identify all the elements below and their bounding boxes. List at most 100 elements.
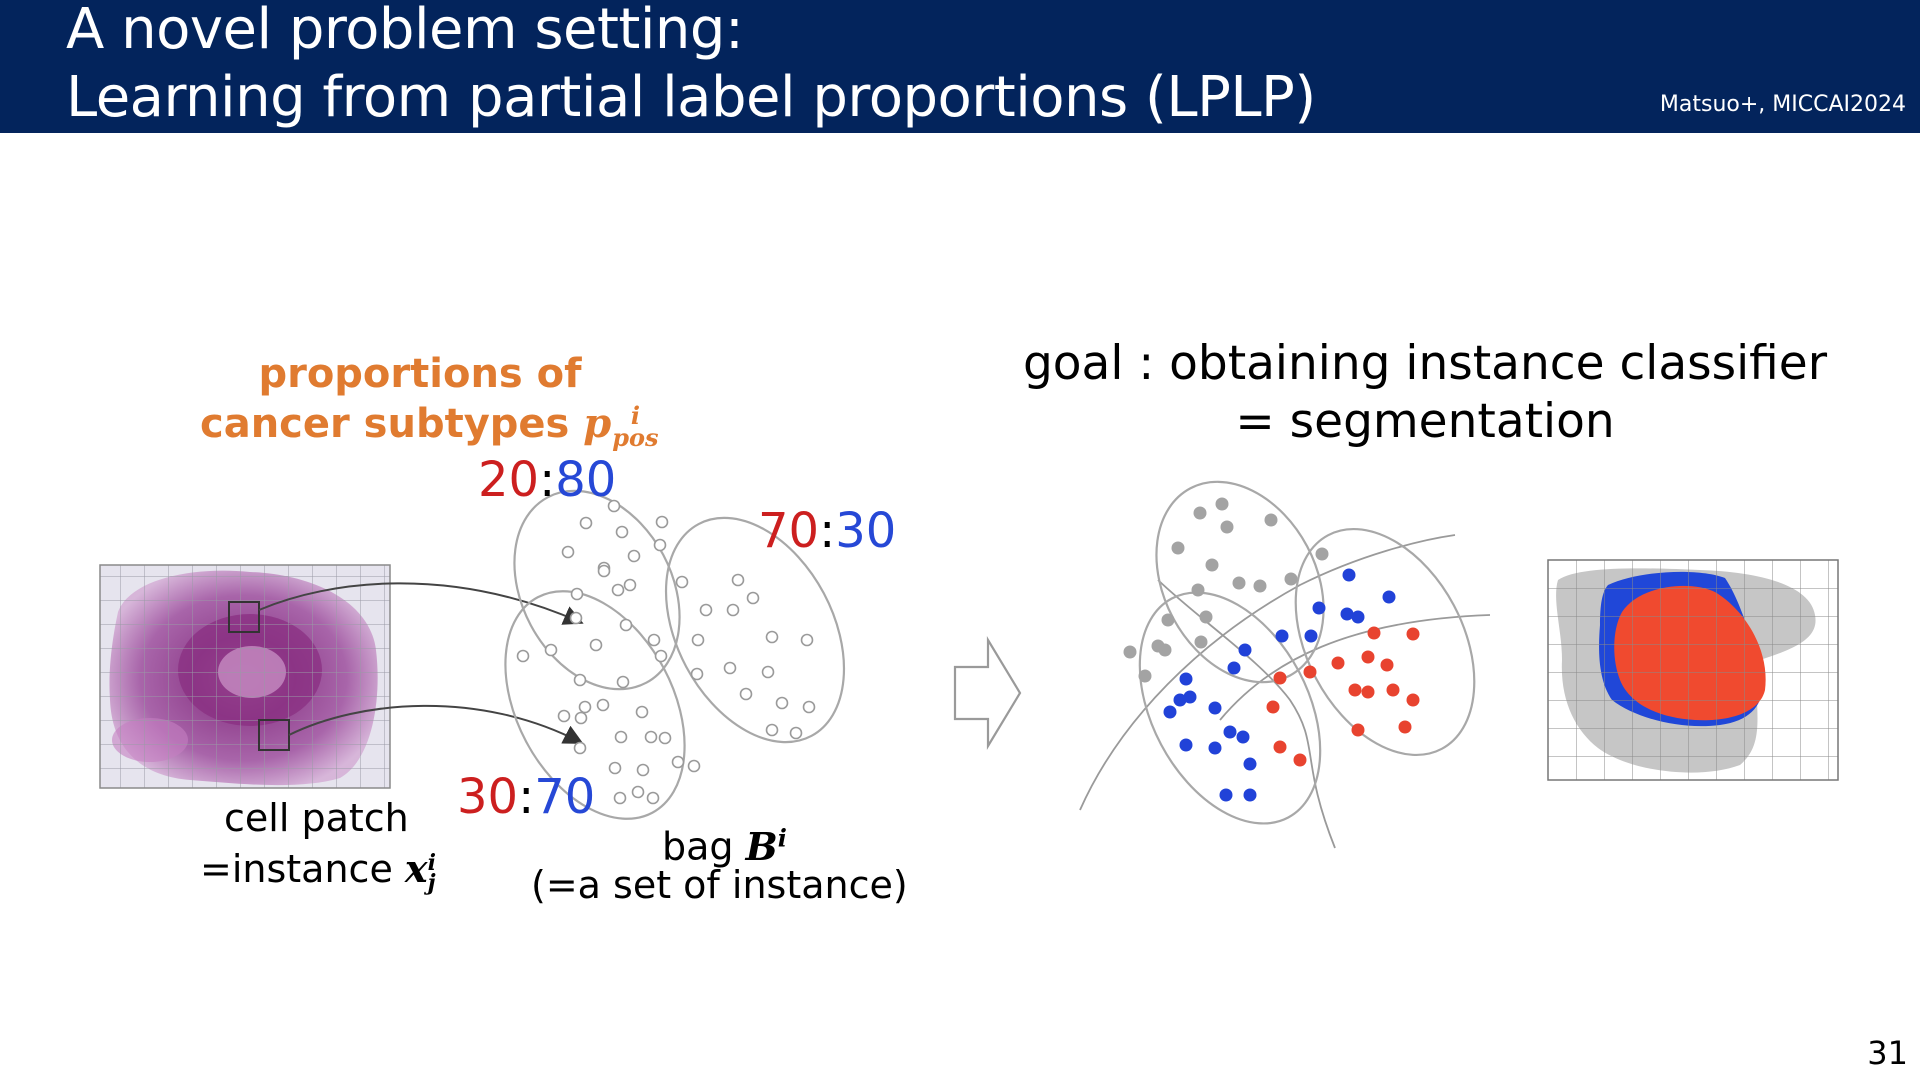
red-point	[1331, 656, 1345, 670]
ratio-top-blue: 80	[555, 452, 617, 508]
instance-point	[655, 515, 669, 529]
instance-point	[739, 687, 753, 701]
bag-top-ellipse	[513, 489, 681, 691]
instance-point	[608, 761, 622, 775]
blue-point	[1342, 568, 1356, 582]
instance-point	[690, 667, 704, 681]
blue-point	[1304, 629, 1318, 643]
blue-point	[1227, 661, 1241, 675]
instance-point	[607, 499, 621, 513]
instance-point	[789, 726, 803, 740]
proportions-line-2: cancer subtypes	[200, 401, 570, 447]
bag-label-line-2: (=a set of instance)	[531, 863, 908, 907]
blue-point	[1238, 643, 1252, 657]
instance-point	[646, 791, 660, 805]
instance-point	[557, 709, 571, 723]
gray-point	[1264, 513, 1278, 527]
red-point	[1398, 720, 1412, 734]
blue-point	[1340, 607, 1354, 621]
instance-point	[802, 700, 816, 714]
red-point	[1348, 683, 1362, 697]
instance-point	[731, 573, 745, 587]
gray-point	[1232, 576, 1246, 590]
gray-point	[1161, 613, 1175, 627]
cell-patch-label-line-1: cell patch	[224, 796, 409, 840]
ratio-bag-top: 20:80	[478, 452, 616, 508]
gray-point	[1171, 541, 1185, 555]
bag-label-line-1: bag Bi	[662, 823, 787, 869]
instance-point	[613, 791, 627, 805]
instance-point	[765, 723, 779, 737]
red-point	[1303, 665, 1317, 679]
instance-point	[644, 730, 658, 744]
instance-point	[687, 759, 701, 773]
instance-point	[746, 591, 760, 605]
instance-point	[654, 649, 668, 663]
instance-point	[635, 705, 649, 719]
instance-point	[544, 643, 558, 657]
instance-point	[636, 763, 650, 777]
bag-bottom-ellipse	[504, 590, 686, 820]
instance-point	[596, 698, 610, 712]
right-arrow-outline-icon	[953, 636, 1022, 750]
slide-title-line-1: A novel problem setting:	[66, 0, 744, 62]
red-point	[1361, 650, 1375, 664]
instance-point	[574, 711, 588, 725]
blue-point	[1208, 701, 1222, 715]
instance-point	[573, 741, 587, 755]
instance-point	[619, 618, 633, 632]
blue-point	[1275, 629, 1289, 643]
gray-point	[1205, 558, 1219, 572]
bag-instance-points	[516, 499, 816, 805]
blue-point	[1163, 705, 1177, 719]
instance-point	[579, 516, 593, 530]
instance-point	[723, 661, 737, 675]
blue-point	[1173, 693, 1187, 707]
instance-point	[647, 633, 661, 647]
gray-point	[1199, 610, 1213, 624]
ratio-top-red: 20	[478, 452, 540, 508]
instance-point	[573, 673, 587, 687]
blue-point	[1243, 757, 1257, 771]
gray-point	[1253, 579, 1267, 593]
ratio-right-blue: 30	[835, 503, 897, 559]
gray-point	[1194, 635, 1208, 649]
blue-point	[1208, 741, 1222, 755]
blue-point	[1183, 690, 1197, 704]
page-number: 31	[1867, 1034, 1908, 1072]
ratio-top-sep: :	[539, 452, 556, 508]
instance-arrow-2	[288, 704, 584, 744]
instance-point	[699, 603, 713, 617]
instance-point	[623, 578, 637, 592]
red-point	[1273, 740, 1287, 754]
bags-left	[504, 489, 846, 820]
gray-point	[1215, 497, 1229, 511]
instance-point	[616, 675, 630, 689]
instance-point	[570, 587, 584, 601]
blue-point	[1236, 730, 1250, 744]
blue-point	[1312, 601, 1326, 615]
blue-point	[1351, 610, 1365, 624]
instance-point	[761, 665, 775, 679]
instance-point	[671, 755, 685, 769]
instance-point	[775, 696, 789, 710]
gray-point	[1191, 583, 1205, 597]
ratio-right-sep: :	[819, 503, 836, 559]
blue-point	[1179, 738, 1193, 752]
ratio-bag-right: 70:30	[758, 503, 896, 559]
instance-point	[627, 549, 641, 563]
instance-point	[597, 564, 611, 578]
blue-point	[1223, 725, 1237, 739]
instance-point	[614, 730, 628, 744]
gray-point	[1138, 669, 1152, 683]
red-point	[1361, 685, 1375, 699]
red-point	[1351, 723, 1365, 737]
gray-point	[1151, 639, 1165, 653]
citation: Matsuo+, MICCAI2024	[1659, 92, 1906, 117]
classified-points	[1123, 497, 1420, 802]
